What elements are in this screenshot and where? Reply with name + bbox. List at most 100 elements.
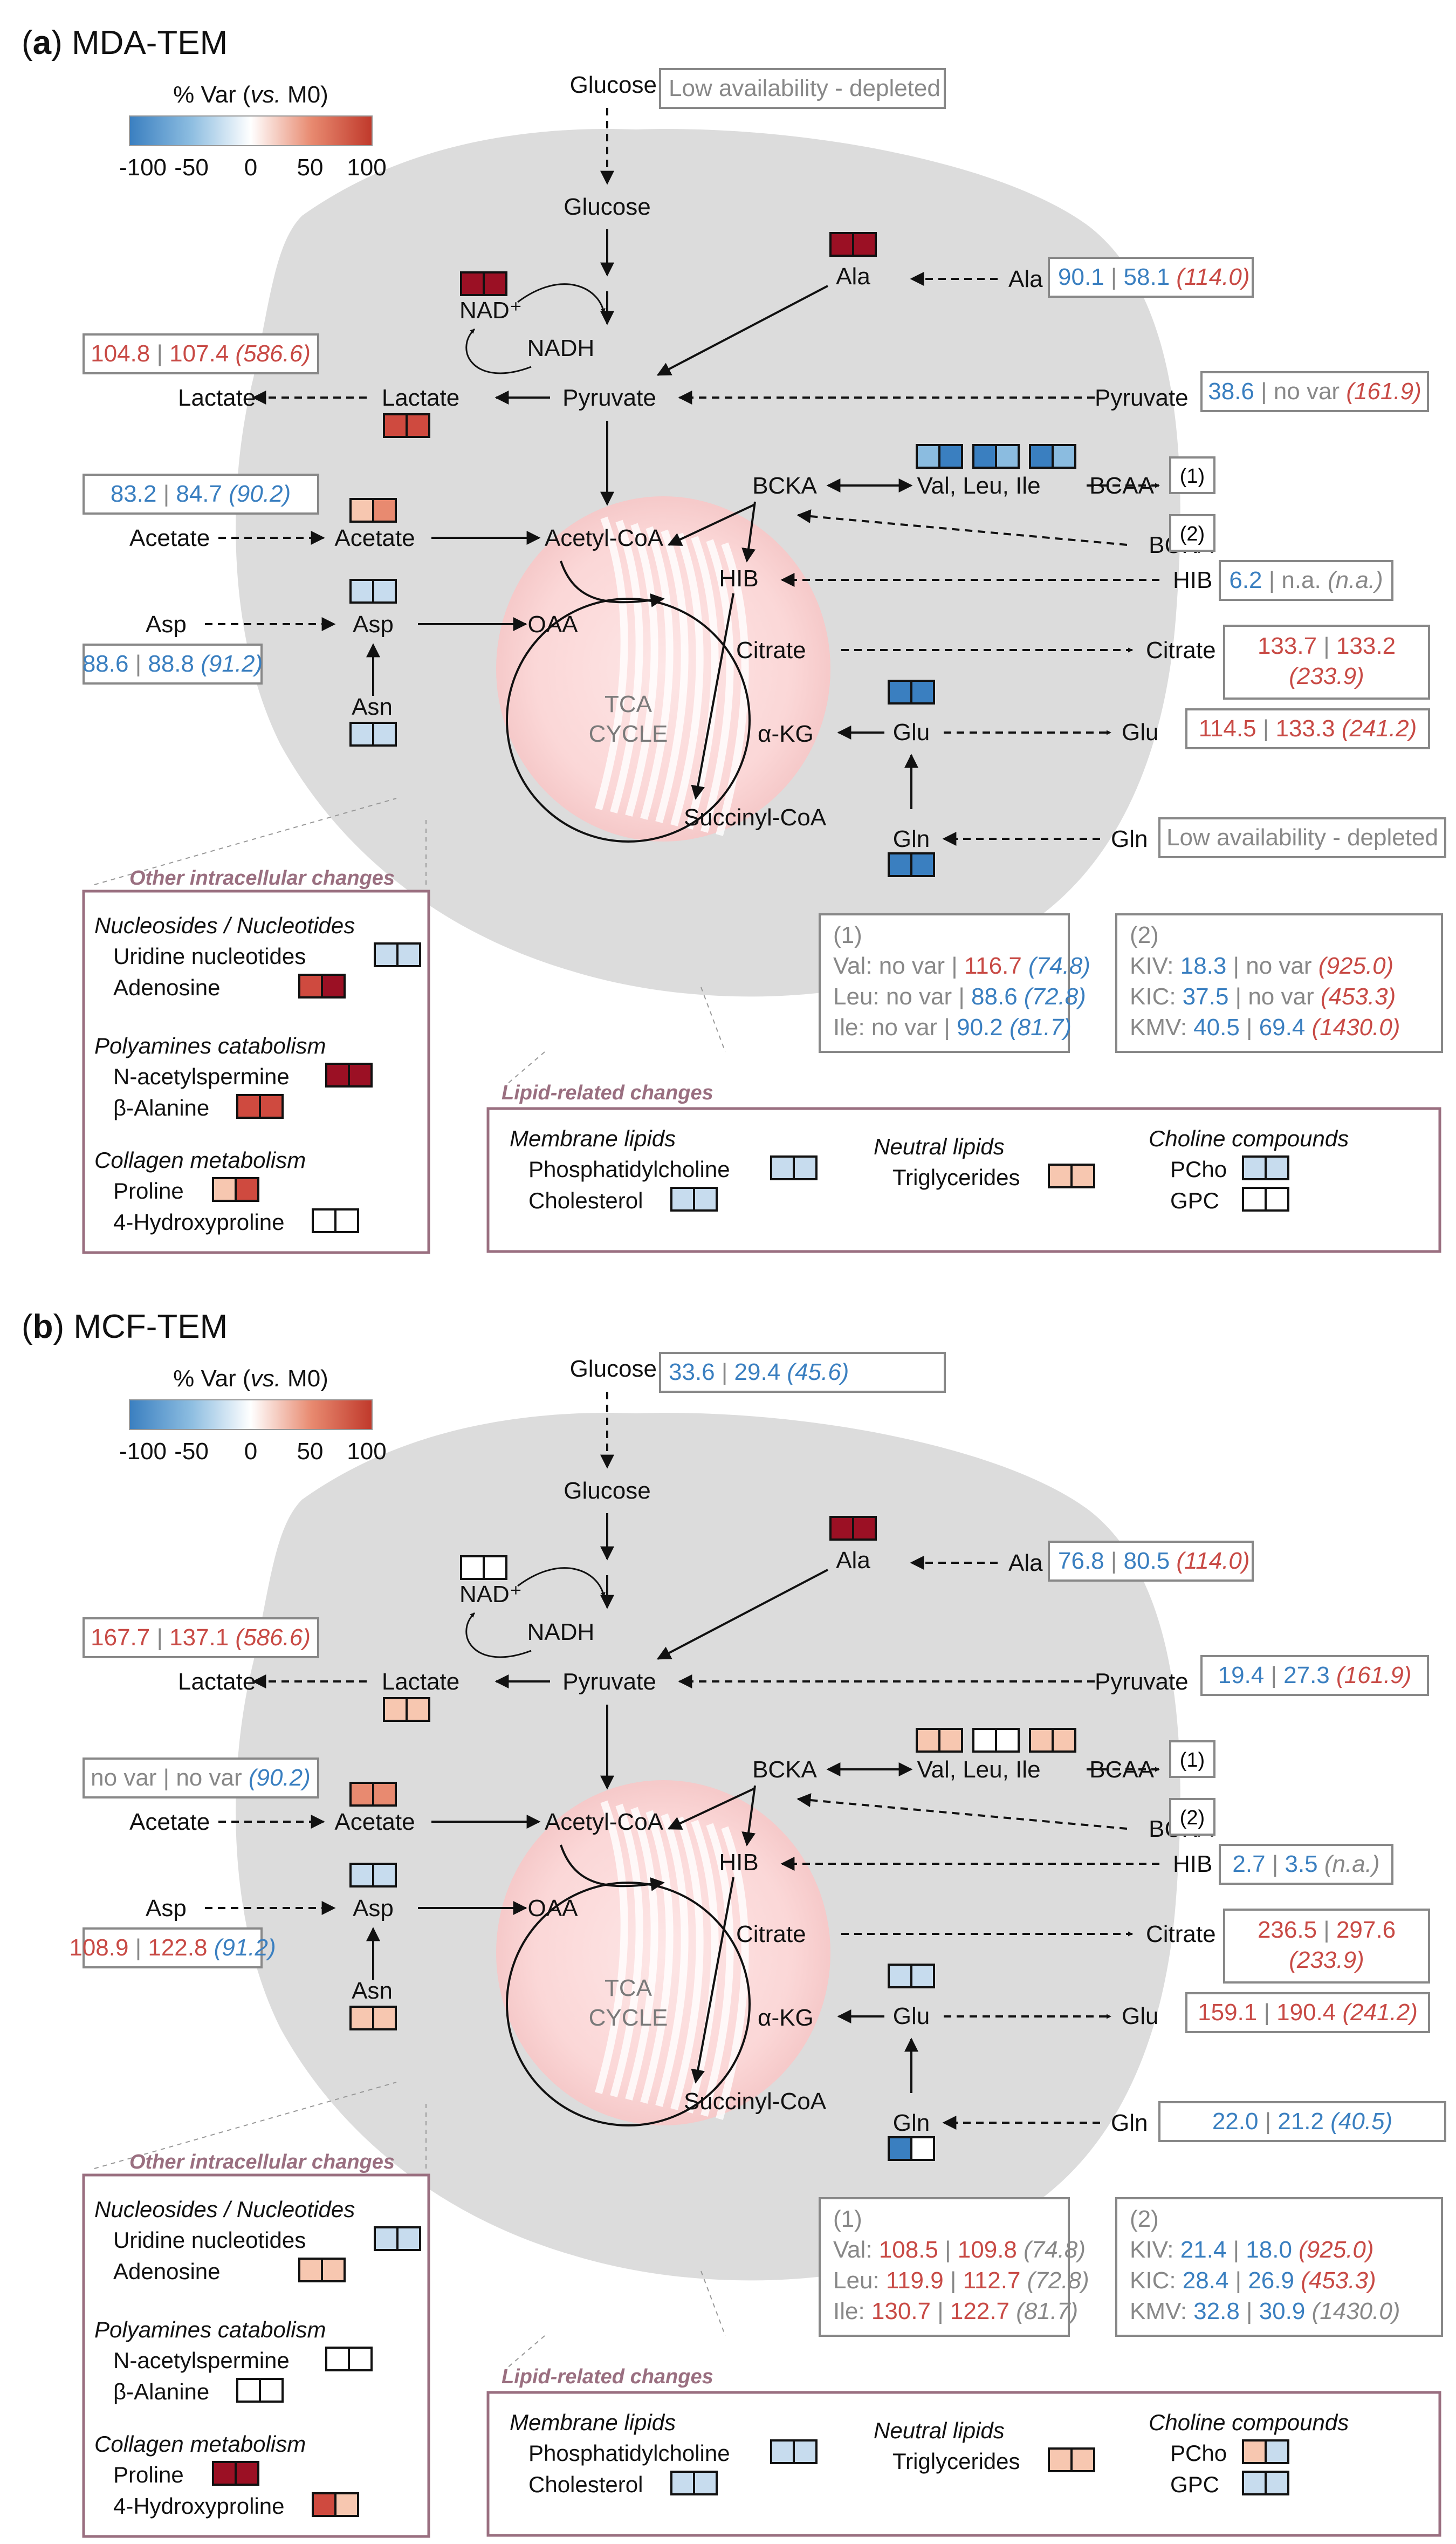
nadh-nad-arrow bbox=[465, 1612, 532, 1658]
ref1-box bbox=[1169, 456, 1215, 494]
bcka-acetylcoa-arrow bbox=[667, 1787, 756, 1830]
hib-value-part: 3.5 bbox=[1285, 1851, 1317, 1877]
asp-swatch-right bbox=[372, 579, 397, 604]
lipid-membrane-label: Membrane lipids bbox=[510, 2410, 676, 2435]
ref2-label: (2) bbox=[1180, 523, 1205, 545]
callout-line bbox=[94, 798, 397, 885]
lactate-swatch-right bbox=[406, 1697, 430, 1722]
nad-nadh-arrow bbox=[517, 283, 606, 313]
ile-swatch bbox=[1029, 444, 1076, 469]
glu-value-part: | bbox=[1257, 1999, 1276, 2026]
citrate-ext-label: Citrate bbox=[1146, 637, 1216, 664]
acetate-value: no var | no var (90.2) bbox=[91, 1765, 311, 1791]
ala-ext-label: Ala bbox=[1008, 1550, 1043, 1576]
citrate-value-1: 236.5 | 297.6 bbox=[1258, 1917, 1396, 1943]
leu-swatch-right bbox=[995, 1728, 1020, 1753]
gln-ext-label: Gln bbox=[1111, 826, 1148, 852]
lipid-changes-title: Lipid-related changes bbox=[502, 1082, 713, 1104]
pc-swatch-right bbox=[793, 1155, 818, 1180]
lactate-value-part: 104.8 bbox=[91, 340, 150, 367]
lipid-pcho-label: PCho bbox=[1170, 2440, 1227, 2466]
note2-line-part: | bbox=[1240, 1014, 1259, 1041]
chol-swatch-right bbox=[693, 2471, 718, 2495]
glu-int-label: Glu bbox=[893, 2003, 930, 2029]
lipid-pc-label: Phosphatidylcholine bbox=[528, 1157, 730, 1182]
tca-label: TCA bbox=[605, 1975, 653, 2001]
balanine-swatch bbox=[236, 1094, 284, 1119]
note2-line-part: | bbox=[1240, 2298, 1259, 2324]
glu-int-label: Glu bbox=[893, 719, 930, 746]
acetate-swatch bbox=[349, 1782, 397, 1807]
hydroxyproline-swatch bbox=[312, 2492, 359, 2517]
glu-swatch-right bbox=[910, 680, 935, 705]
note2-line: KIC: 37.5 | no var (453.3) bbox=[1130, 983, 1396, 1010]
gpc-swatch bbox=[1242, 2471, 1289, 2495]
hib-value-part: 2.7 bbox=[1232, 1851, 1265, 1877]
nad-swatch bbox=[460, 1555, 507, 1580]
nad-swatch bbox=[460, 271, 507, 296]
tg-swatch-right bbox=[1070, 2447, 1095, 2472]
gln-value-part: Low availability - depleted bbox=[1166, 824, 1438, 851]
bcka-acetylcoa-arrow bbox=[667, 503, 756, 546]
note2-line-part: (1430.0) bbox=[1305, 2298, 1400, 2324]
gln-swatch-right bbox=[910, 852, 935, 877]
citrate-value-1-part: 133.7 bbox=[1258, 633, 1317, 659]
panel-letter: a bbox=[33, 24, 52, 61]
asp-value-part: | bbox=[128, 1934, 148, 1961]
panel-letter: b bbox=[33, 1308, 53, 1345]
hib-value-part: 6.2 bbox=[1229, 567, 1262, 593]
pyruvate-value-part: 38.6 bbox=[1208, 378, 1254, 405]
asp-value-part: (91.2) bbox=[207, 1934, 276, 1961]
note1-line-part: 112.7 bbox=[963, 2267, 1021, 2294]
note2-line-part: KIC: bbox=[1130, 983, 1183, 1010]
pc-swatch-right bbox=[793, 2439, 818, 2464]
hib-succinyl-arrow bbox=[691, 1877, 734, 2084]
lactate-value: 167.7 | 137.1 (586.6) bbox=[91, 1624, 311, 1651]
nad-swatch-right bbox=[483, 1555, 507, 1580]
balanine-swatch-left bbox=[236, 1094, 261, 1119]
legend-title-a: % Var ( bbox=[173, 81, 251, 108]
tg-swatch bbox=[1048, 1164, 1095, 1188]
ala-value-part: (114.0) bbox=[1170, 1548, 1249, 1574]
gpc-swatch bbox=[1242, 1187, 1289, 1212]
note2-line-part: 28.4 bbox=[1183, 2267, 1229, 2294]
other-proline-label: Proline bbox=[113, 2462, 184, 2487]
leu-swatch bbox=[972, 444, 1020, 469]
lipid-gpc-label: GPC bbox=[1170, 2472, 1219, 2497]
ref1-label: (1) bbox=[1180, 1749, 1205, 1772]
crista bbox=[610, 519, 643, 813]
proline-swatch bbox=[212, 2461, 259, 2486]
glu-value-part: | bbox=[1256, 715, 1276, 742]
ala-swatch-right bbox=[852, 232, 877, 257]
note1-line-part: Ile: no var | bbox=[833, 1014, 957, 1041]
other-nucleosides-label: Nucleosides / Nucleotides bbox=[94, 2197, 355, 2222]
pcho-swatch-right bbox=[1265, 1155, 1289, 1180]
balanine-swatch-right bbox=[259, 1094, 284, 1119]
lactate-swatch-left bbox=[383, 1697, 408, 1722]
legend-title-vs: vs. bbox=[251, 1365, 281, 1392]
bcaa-int-label: Val, Leu, Ile bbox=[917, 1756, 1040, 1783]
asp-swatch-right bbox=[372, 1863, 397, 1888]
legend-title-b: M0) bbox=[281, 1365, 328, 1392]
asp-value: 108.9 | 122.8 (91.2) bbox=[69, 1934, 276, 1961]
ala-value-part: 80.5 bbox=[1124, 1548, 1170, 1574]
ala-swatch bbox=[829, 232, 877, 257]
note2-line-part: 18.3 bbox=[1180, 953, 1227, 979]
lactate-value-part: (586.6) bbox=[229, 1624, 311, 1651]
glu-value: 114.5 | 133.3 (241.2) bbox=[1199, 715, 1417, 742]
note1-line: Leu: 119.9 | 112.7 (72.8) bbox=[833, 2267, 1089, 2294]
note2-line: KIV: 21.4 | 18.0 (925.0) bbox=[1130, 2237, 1374, 2263]
nad-swatch-left bbox=[460, 1555, 485, 1580]
other-polyamines-label: Polyamines catabolism bbox=[94, 1033, 326, 1058]
note1-line-part: Val: no var | bbox=[833, 953, 964, 979]
proline-swatch-right bbox=[235, 2461, 259, 2486]
adenosine-swatch bbox=[298, 974, 346, 999]
pyruvate-value: 19.4 | 27.3 (161.9) bbox=[1218, 1662, 1412, 1688]
lipid-chol-label: Cholesterol bbox=[528, 1188, 643, 1213]
ref1-box bbox=[1169, 1740, 1215, 1778]
lipid-tg-label: Triglycerides bbox=[892, 2449, 1020, 2474]
asp-swatch bbox=[349, 579, 397, 604]
pyruvate-value-part: (161.9) bbox=[1346, 378, 1421, 405]
note1-line-part: Val: bbox=[833, 2237, 879, 2263]
